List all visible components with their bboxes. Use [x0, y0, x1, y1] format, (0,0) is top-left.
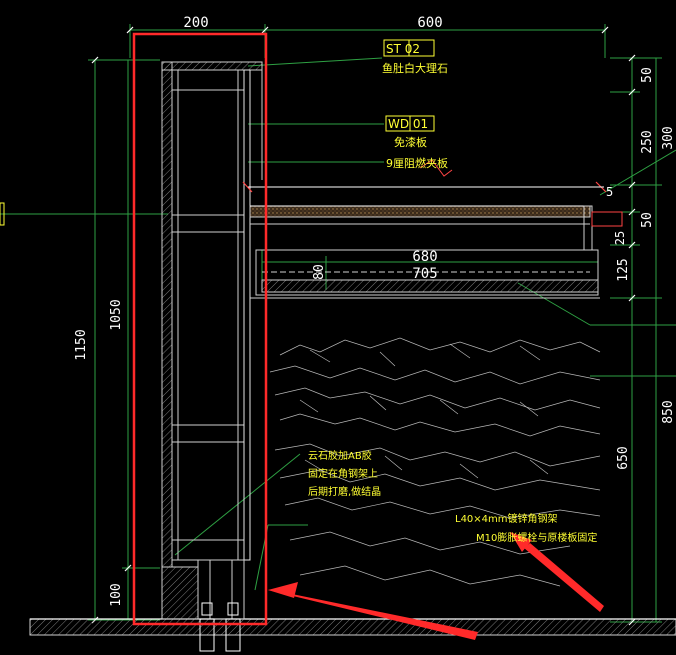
- dim-right-5: 5: [606, 185, 613, 199]
- material-tags: [383, 39, 453, 177]
- dim-inner-680: 680: [412, 249, 437, 265]
- dim-right-300: 300: [661, 126, 676, 149]
- tag-wd-desc: 免漆板: [394, 135, 427, 149]
- dim-right-50-mid: 50: [640, 212, 655, 228]
- dim-top-left: 200: [183, 15, 208, 31]
- highlight-arrows: [268, 532, 604, 640]
- dim-right-125: 125: [616, 258, 631, 281]
- floor-slab: [29, 618, 676, 636]
- note-glue-2: 固定在角钢架上: [308, 467, 378, 480]
- dim-inner-705: 705: [412, 266, 437, 282]
- dim-top-right: 600: [417, 15, 442, 31]
- dim-right-850: 850: [661, 400, 676, 423]
- note-steel-1: L40×4mm镀锌角钢架: [455, 512, 558, 525]
- dim-right-25: 25: [613, 231, 627, 245]
- note-steel-2: M10膨胀螺栓与原楼板固定: [476, 531, 597, 544]
- dim-right-650: 650: [616, 446, 631, 469]
- note-glue-1: 云石胶加AB胶: [308, 449, 372, 462]
- tag-st-code: ST 02: [386, 42, 420, 56]
- stone-texture: [269, 337, 601, 587]
- dim-right-250: 250: [640, 130, 655, 153]
- dim-left-inner: 1050: [109, 299, 124, 330]
- tag-plywood: 9厘阻燃夹板: [386, 156, 448, 170]
- dim-shelf-80: 80: [312, 264, 327, 280]
- dim-left-bottom: 100: [109, 583, 124, 606]
- left-edge-mark: [0, 202, 5, 226]
- highlight-box: [132, 32, 268, 626]
- column-section: [161, 61, 263, 652]
- tag-wd-code: WD 01: [388, 117, 428, 131]
- dim-right-50-top: 50: [640, 67, 655, 83]
- ledge-section: [242, 181, 623, 299]
- dim-left-outer: 1150: [74, 329, 89, 360]
- dimension-lines: [0, 24, 676, 623]
- note-glue-3: 后期打磨,做结晶: [308, 485, 381, 498]
- tag-st-desc: 鱼肚白大理石: [382, 61, 448, 75]
